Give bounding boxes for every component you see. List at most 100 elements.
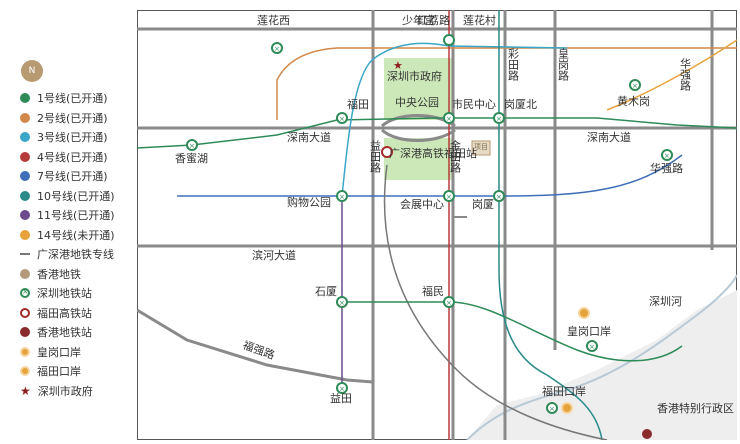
road-label-huanggang: 皇岗路	[557, 47, 570, 82]
legend-label: 3号线(已开通)	[37, 131, 108, 144]
station-label: 益田	[330, 391, 352, 405]
metro-station-icon[interactable]	[493, 190, 505, 202]
dot-icon	[20, 132, 30, 142]
legend-item: 14号线(未开通)	[20, 227, 115, 243]
station-label: 福田口岸	[542, 384, 586, 398]
road-label-shennan-w: 深南大道	[287, 130, 331, 144]
legend-item: 福田口岸	[20, 363, 81, 379]
legend-label: 福田高铁站	[37, 306, 92, 320]
hk-station-icon	[642, 429, 652, 439]
road-label-caitian: 彩田路	[507, 48, 520, 82]
metro-station-icon[interactable]	[186, 139, 198, 151]
dot-icon	[20, 151, 30, 162]
dot-icon	[20, 93, 30, 103]
metro-station-mark: ×	[549, 405, 555, 413]
legend-item: 2号线(已开通)	[20, 110, 108, 126]
station-label: 香蜜湖	[175, 151, 208, 165]
legend-label: 14号线(未开通)	[37, 228, 115, 242]
metro-station-mark: ×	[446, 299, 452, 307]
station-label: 少年宫	[402, 13, 435, 27]
legend-item: 7号线(已开通)	[20, 168, 108, 184]
metro-station-icon[interactable]	[336, 296, 348, 308]
legend-label: 深圳地铁站	[37, 287, 92, 300]
metro-station-icon	[443, 34, 455, 46]
legend-label: 10号线(已开通)	[37, 189, 115, 203]
road-label-hongli: 红荔路	[417, 14, 450, 27]
dot-icon	[20, 229, 30, 240]
legend-label: 2号线(已开通)	[37, 111, 108, 125]
fuqiang-road	[136, 308, 374, 384]
metro-station-mark: ×	[339, 115, 345, 123]
legend-label: 香港地铁	[37, 267, 81, 281]
road-label-huaqiang: 华强路	[679, 57, 692, 92]
legend-item: 广深港地铁专线	[20, 246, 114, 262]
stations: ×莲花西少年宫莲花村×福田×市民中心×岗厦北×香蜜湖×黄木岗×华强路×购物公园×…	[175, 13, 683, 439]
metro-station-mark: ×	[496, 115, 502, 123]
metro-station-mark: ×	[446, 115, 452, 123]
metro-station-icon[interactable]	[443, 190, 455, 202]
station-label: 会展中心	[400, 198, 444, 211]
metro-station-icon[interactable]	[336, 382, 348, 394]
station-label: 福民	[422, 284, 444, 298]
port-icon	[578, 307, 590, 319]
legend-item: 10号线(已开通)	[20, 188, 115, 204]
metro-station-mark: ×	[274, 45, 280, 53]
line-14	[606, 39, 738, 111]
area-label-hk: 香港特别行政区	[657, 401, 734, 415]
port-icon	[20, 366, 30, 376]
metro-station-icon[interactable]	[443, 296, 455, 308]
area-label-government: 深圳市政府	[387, 69, 442, 83]
line-icon	[20, 253, 30, 255]
metro-station-icon[interactable]	[493, 112, 505, 124]
legend-item: ★深圳市政府	[20, 383, 93, 399]
metro-station-icon[interactable]	[336, 112, 348, 124]
station-label: 石厦	[315, 285, 337, 298]
major-roads	[137, 10, 737, 440]
dot-icon	[20, 190, 30, 201]
star-icon: ★	[20, 383, 31, 398]
map-canvas[interactable]: ×莲花西少年宫莲花村×福田×市民中心×岗厦北×香蜜湖×黄木岗×华强路×购物公园×…	[136, 10, 738, 441]
project-marker-icon	[471, 140, 491, 156]
station-label: 市民中心	[452, 97, 496, 111]
hsr-station-area	[384, 138, 452, 180]
hk-icon	[20, 327, 30, 337]
area-label-hsr: 广深港高铁福田站	[389, 146, 477, 160]
station-label: 莲花西	[257, 14, 290, 27]
dot-icon	[20, 171, 30, 181]
dot-icon	[20, 268, 30, 279]
metro-station-mark: ×	[496, 193, 502, 201]
legend-item: 皇岗口岸	[20, 344, 81, 360]
hk-territory	[467, 290, 737, 440]
legend-item: 11号线(已开通)	[20, 207, 115, 223]
legend-item: 香港地铁站	[20, 324, 92, 340]
dot-icon	[20, 210, 30, 220]
legend-label: 7号线(已开通)	[37, 170, 108, 183]
port-icon	[561, 402, 573, 414]
metro-station-icon[interactable]	[443, 112, 455, 124]
metro-station-icon[interactable]	[661, 149, 673, 161]
station-label: 岗厦	[472, 198, 494, 211]
metro-station-icon[interactable]	[586, 340, 598, 352]
line-1	[136, 117, 738, 149]
legend-item: 福田高铁站	[20, 305, 92, 321]
legend-label: 广深港地铁专线	[37, 248, 114, 261]
line-3	[341, 42, 568, 197]
area-label-project: 项目	[474, 143, 488, 151]
road-label-yitian: 益田路	[369, 139, 382, 174]
station-label: 皇岗口岸	[567, 324, 611, 338]
legend-label: 福田口岸	[37, 365, 81, 378]
legend-label: 香港地铁站	[37, 326, 92, 339]
station-label: 黄木岗	[617, 94, 650, 108]
metro-station-icon[interactable]	[336, 190, 348, 202]
legend-item: 1号线(已开通)	[20, 90, 108, 106]
metro-station-icon[interactable]	[271, 42, 283, 54]
metro-station-mark: ×	[446, 193, 452, 201]
legend-label: 11号线(已开通)	[37, 209, 115, 222]
metro-station-mark: ×	[589, 343, 595, 351]
metro-station-mark: ×	[664, 152, 670, 160]
metro-station-icon[interactable]	[546, 402, 558, 414]
metro-station-icon[interactable]	[629, 79, 641, 91]
road-label-jintian: 金田路	[449, 139, 462, 174]
dot-icon	[20, 112, 30, 123]
line-10	[498, 10, 603, 441]
